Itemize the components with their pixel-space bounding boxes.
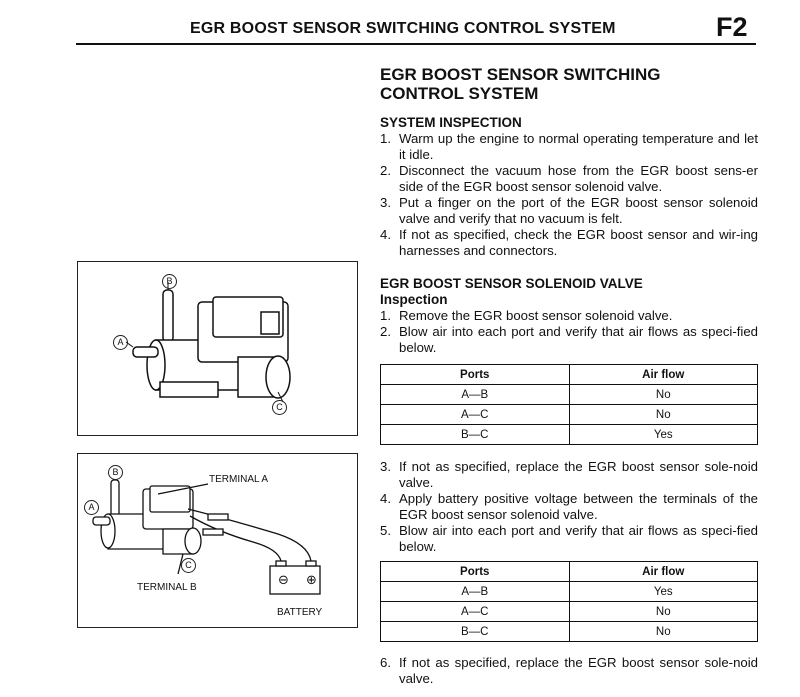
port-b-label: B <box>108 465 123 480</box>
air-flow-header: Air flow <box>568 561 758 582</box>
inspection-subheading: Inspection <box>380 292 448 307</box>
system-inspection: SYSTEM INSPECTION 1.Warm up the engine t… <box>380 115 758 259</box>
system-inspection-steps: 1.Warm up the engine to normal operating… <box>380 131 758 259</box>
solenoid-steps-b: 3.If not as specified, replace the EGR b… <box>380 459 758 555</box>
port-b-label: B <box>162 274 177 289</box>
port-c-label: C <box>272 400 287 415</box>
list-item: 4.Apply battery positive voltage between… <box>380 491 758 522</box>
battery-minus-icon: ⊖ <box>278 572 289 587</box>
solenoid-valve-heading: EGR BOOST SENSOR SOLENOID VALVE <box>380 276 643 291</box>
terminal-b-label: TERMINAL B <box>137 582 197 593</box>
list-item: 3.Put a finger on the port of the EGR bo… <box>380 195 758 226</box>
solenoid-valve-illustration <box>125 282 291 403</box>
list-item: 1.Remove the EGR boost sensor solenoid v… <box>380 308 673 323</box>
solenoid-valve-section: EGR BOOST SENSOR SOLENOID VALVE Inspecti… <box>380 276 758 356</box>
ports-header: Ports <box>380 364 570 385</box>
solenoid-steps-c-block: 6.If not as specified, replace the EGR b… <box>380 655 758 687</box>
port-a-label: A <box>113 335 128 350</box>
figure-battery-test: B A C TERMINAL A TERMINAL B BATTERY ⊖ ⊕ <box>77 453 358 628</box>
solenoid-steps-b-block: 3.If not as specified, replace the EGR b… <box>380 459 758 555</box>
solenoid-steps-a: 1.Remove the EGR boost sensor solenoid v… <box>380 308 758 356</box>
header-rule <box>76 43 756 45</box>
list-item: 2.Blow air into each port and verify tha… <box>380 324 758 355</box>
terminal-a-label: TERMINAL A <box>209 474 269 485</box>
section-title-line2: CONTROL SYSTEM <box>380 84 539 103</box>
battery-label: BATTERY <box>277 607 323 618</box>
list-item: 1.Warm up the engine to normal operating… <box>380 131 758 162</box>
table-header-row: Ports Air flow <box>380 561 758 582</box>
list-item: 2.Disconnect the vacuum hose from the EG… <box>380 163 758 194</box>
list-item: 5.Blow air into each port and verify tha… <box>380 523 758 554</box>
list-item: 4.If not as specified, check the EGR boo… <box>380 227 758 258</box>
figure-solenoid-valve-ports: B A C <box>77 261 358 436</box>
air-flow-header: Air flow <box>568 364 758 385</box>
list-item: 6.If not as specified, replace the EGR b… <box>380 655 758 686</box>
battery-test-illustration <box>92 479 321 595</box>
section-title-line1: EGR BOOST SENSOR SWITCHING <box>380 65 661 84</box>
list-item: 3.If not as specified, replace the EGR b… <box>380 459 758 490</box>
table-header-row: Ports Air flow <box>380 364 758 385</box>
section-code: F2 <box>716 12 748 42</box>
ports-header: Ports <box>380 561 570 582</box>
section-title: EGR BOOST SENSOR SWITCHING CONTROL SYSTE… <box>380 65 758 103</box>
page-header-title: EGR BOOST SENSOR SWITCHING CONTROL SYSTE… <box>190 20 616 37</box>
system-inspection-heading: SYSTEM INSPECTION <box>380 115 522 130</box>
port-c-label: C <box>181 558 196 573</box>
port-a-label: A <box>84 500 99 515</box>
battery-plus-icon: ⊕ <box>306 572 317 587</box>
solenoid-steps-c: 6.If not as specified, replace the EGR b… <box>380 655 758 687</box>
